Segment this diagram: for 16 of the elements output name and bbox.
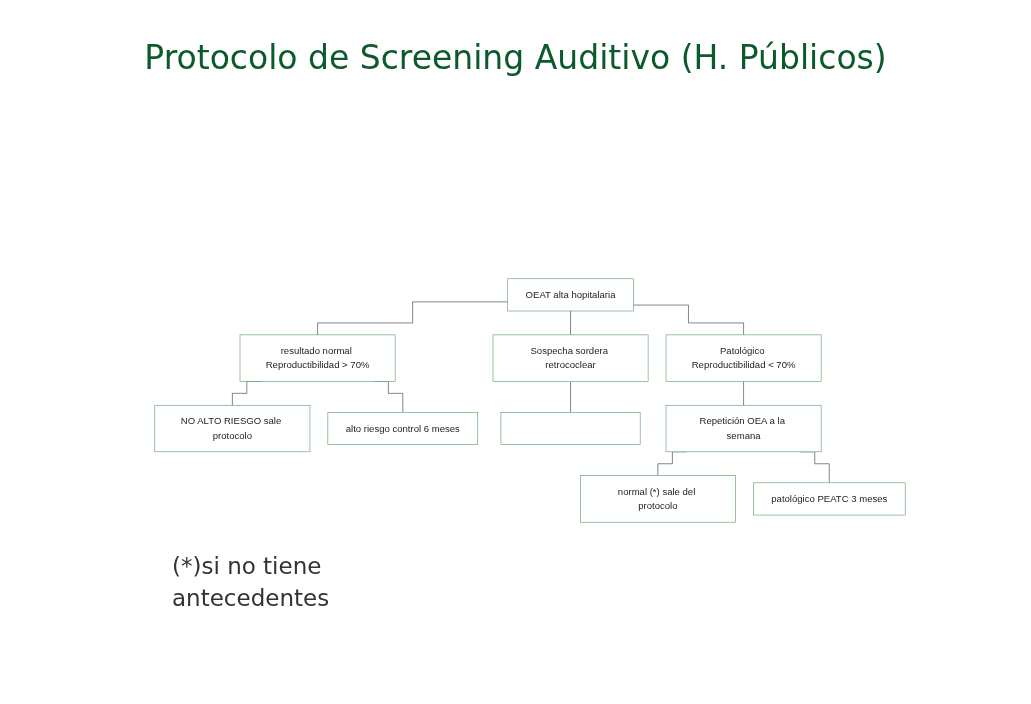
node-box: resultado normal Reproductibilidad > 70% bbox=[239, 334, 396, 382]
node-box: normal (*) sale del protocolo bbox=[580, 474, 736, 523]
node-box: patológico PEATC 3 meses bbox=[753, 482, 906, 515]
title: Protocolo de Screening Auditivo (H. Públicos) bbox=[143, 38, 888, 77]
connector bbox=[317, 301, 508, 335]
node-box: OEAT alta hopitalaria bbox=[507, 277, 634, 311]
node-box: alto riesgo control 6 meses bbox=[327, 411, 479, 445]
node-box: Repetición OEA a la semana bbox=[665, 404, 822, 452]
connector bbox=[570, 310, 571, 335]
footnote: (*)si no tiene antecedentes bbox=[172, 552, 331, 614]
connector bbox=[633, 304, 744, 335]
node-box: NO ALTO RIESGO sale protocolo bbox=[154, 404, 311, 452]
connector bbox=[570, 380, 571, 413]
node-box: Patológico Reproductibilidad < 70% bbox=[665, 334, 822, 382]
node-box: Sospecha sordera retrococlear bbox=[492, 334, 649, 382]
node-box bbox=[500, 411, 641, 445]
